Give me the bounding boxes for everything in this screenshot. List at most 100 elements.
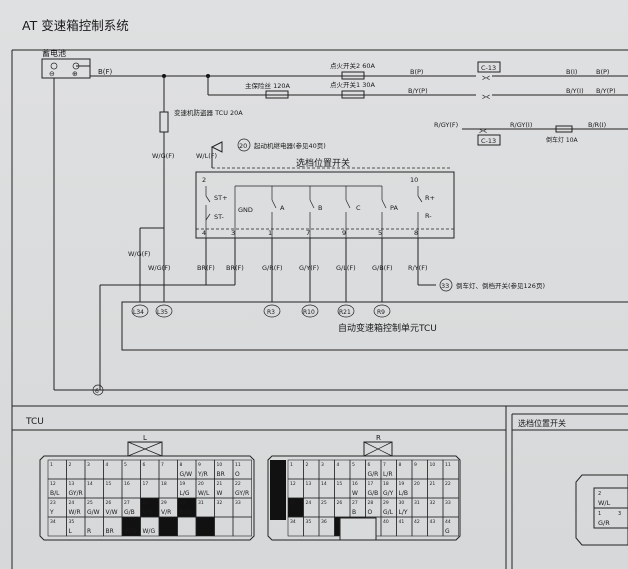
conn-R-notch: [339, 517, 377, 541]
fuse-ig2-label: 点火开关1 30A: [330, 80, 375, 89]
battery-plus-icon: ⊕: [72, 70, 78, 78]
svg-text:2: 2: [202, 176, 206, 184]
pin-number: 20: [414, 481, 420, 487]
pin-number: 3: [321, 462, 324, 468]
pin-number: 19: [399, 481, 405, 487]
pin-number: 11: [445, 462, 451, 468]
svg-text:R9: R9: [377, 309, 385, 316]
tcu-title: 自动变速箱控制单元TCU: [338, 322, 437, 334]
svg-text:10: 10: [410, 176, 418, 184]
svg-text:R: R: [376, 434, 381, 442]
wire-code: W/G: [143, 528, 156, 535]
pin-number: 8: [399, 462, 402, 468]
tcu-box: [121, 301, 628, 351]
wire-bi: B(I): [566, 68, 577, 76]
switch-output-wires: [205, 238, 436, 302]
fuse-main-label: 主保险丝 120A: [245, 81, 290, 90]
ref-20-badge: [237, 138, 251, 152]
wire-byp: B/Y(P): [596, 87, 616, 95]
pin-number: 16: [124, 481, 130, 487]
wire-code: G/B: [368, 490, 379, 497]
svg-text:G/B(F): G/B(F): [372, 264, 393, 272]
pin-number: 25: [87, 500, 93, 506]
connector-cell: [177, 516, 197, 537]
pin-number: 14: [87, 481, 93, 487]
pin-number: 23: [50, 500, 56, 506]
svg-text:C-13: C-13: [481, 137, 496, 145]
pin-number: 36: [321, 519, 327, 525]
pin-number: 24: [306, 500, 312, 506]
conn-sel-body: [575, 474, 628, 546]
svg-text:BR(F): BR(F): [226, 264, 244, 272]
pin-number: 29: [161, 500, 167, 506]
svg-text:L34: L34: [133, 309, 144, 316]
svg-text:G/R: G/R: [598, 519, 610, 527]
pin-number: 44: [445, 519, 451, 525]
pin-number: 40: [383, 519, 389, 525]
pin-number: 9: [198, 462, 201, 468]
wire-code: B/W: [180, 509, 192, 516]
wire-code: G/B: [124, 509, 135, 516]
wire-code: L/B: [399, 490, 408, 497]
svg-text:R/Y(F): R/Y(F): [408, 264, 428, 272]
pin-number: 34: [290, 519, 296, 525]
battery-label: 蓄电池: [42, 48, 66, 58]
svg-text:7: 7: [306, 229, 310, 237]
svg-text:G/L(F): G/L(F): [336, 264, 356, 272]
pin-number: 31: [198, 500, 204, 506]
svg-text:R+: R+: [425, 194, 435, 202]
svg-text:33: 33: [441, 282, 449, 290]
svg-text:C: C: [356, 204, 361, 212]
pin-number: 42: [414, 519, 420, 525]
pin-number: 9: [414, 462, 417, 468]
fuse-main: [265, 90, 289, 99]
wire-code: Y/R: [197, 471, 208, 478]
connector-cell: [195, 516, 215, 537]
pin-number: 10: [217, 462, 223, 468]
pin-number: 21: [217, 481, 223, 487]
pin-number: 29: [383, 500, 389, 506]
svg-text:R3: R3: [267, 309, 275, 316]
pin-number: 27: [124, 500, 130, 506]
wire-code: R: [87, 528, 91, 535]
page-title: AT 变速箱控制系统: [22, 18, 129, 33]
wire-bp: B(P): [596, 68, 609, 76]
pin-number: 19: [180, 481, 186, 487]
pin-number: 28: [368, 500, 374, 506]
wire-code: G/W: [87, 509, 100, 516]
pin-number: 33: [235, 500, 241, 506]
wire-code: L/Y: [399, 509, 408, 516]
wire-code: W/R: [69, 509, 81, 516]
switch-title: 选档位置开关: [296, 157, 350, 169]
svg-text:G/R(F): G/R(F): [262, 264, 283, 272]
battery-box: [41, 58, 91, 79]
pin-number: 8: [180, 462, 183, 468]
svg-text:PA: PA: [390, 204, 399, 212]
svg-text:B: B: [318, 204, 322, 212]
pin-number: 22: [235, 481, 241, 487]
pin-number: 31: [414, 500, 420, 506]
connector-cell: [214, 516, 234, 537]
pin-number: 23: [290, 500, 296, 506]
fuse-reverse-label: 倒车灯 10A: [546, 136, 579, 144]
pin-number: 30: [399, 500, 405, 506]
pin-number: 14: [321, 481, 327, 487]
wire-rgyf: R/GY(F): [434, 121, 458, 129]
connector-cell: [442, 516, 459, 537]
svg-text:L35: L35: [157, 309, 168, 316]
pin-number: 1: [290, 462, 293, 468]
pin-number: 43: [430, 519, 436, 525]
pin-number: 22: [445, 481, 451, 487]
svg-text:⪥: ⪥: [482, 92, 490, 102]
pin-number: 32: [217, 500, 223, 506]
pin-number: 17: [368, 481, 374, 487]
fuse-ig2: [341, 90, 365, 99]
pin-number: 7: [161, 462, 164, 468]
pin-number: 2: [306, 462, 309, 468]
pin-number: 5: [124, 462, 127, 468]
battery-minus-icon: ⊖: [49, 70, 55, 78]
svg-text:⪥: ⪥: [482, 73, 490, 83]
svg-text:5: 5: [378, 229, 382, 237]
